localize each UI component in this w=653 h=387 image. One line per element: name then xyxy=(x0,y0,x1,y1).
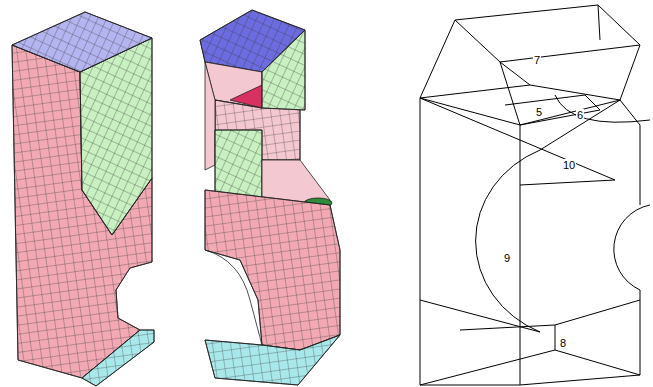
callout-number: 5 xyxy=(535,106,543,118)
callout-number: 7 xyxy=(533,54,541,66)
meshed-block-right xyxy=(200,10,340,385)
callout-number: 9 xyxy=(503,252,511,264)
meshed-block-left xyxy=(12,12,154,386)
callout-number: 8 xyxy=(559,337,567,349)
block-wireframe xyxy=(420,5,650,385)
callout-number: 6 xyxy=(576,109,584,121)
callout-number: 10 xyxy=(562,159,576,171)
